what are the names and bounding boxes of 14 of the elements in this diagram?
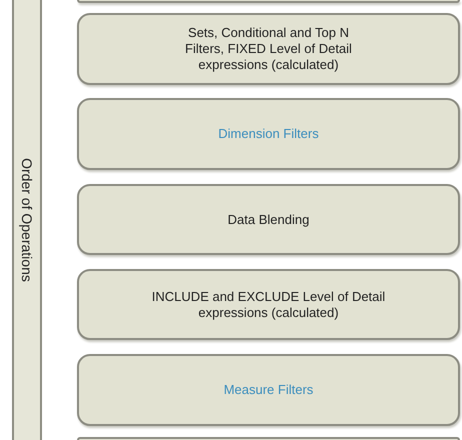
process-box — [77, 437, 460, 440]
step-label: INCLUDE and EXCLUDE Level of Detail expressions (calculated) — [150, 288, 386, 320]
step-label: Data Blending — [228, 212, 310, 228]
vertical-label: Order of Operations — [19, 158, 35, 282]
step-label: Dimension Filters — [218, 126, 319, 142]
process-box — [77, 269, 460, 340]
process-box — [77, 13, 460, 85]
process-box — [77, 354, 460, 426]
process-box — [77, 0, 460, 3]
side-band — [12, 0, 42, 440]
process-box — [77, 98, 460, 170]
process-box — [77, 184, 460, 255]
step-label: Sets, Conditional and Top N Filters, FIXED Level of Detail expressions (calculated) — [184, 25, 353, 73]
step-label: Measure Filters — [224, 382, 314, 398]
